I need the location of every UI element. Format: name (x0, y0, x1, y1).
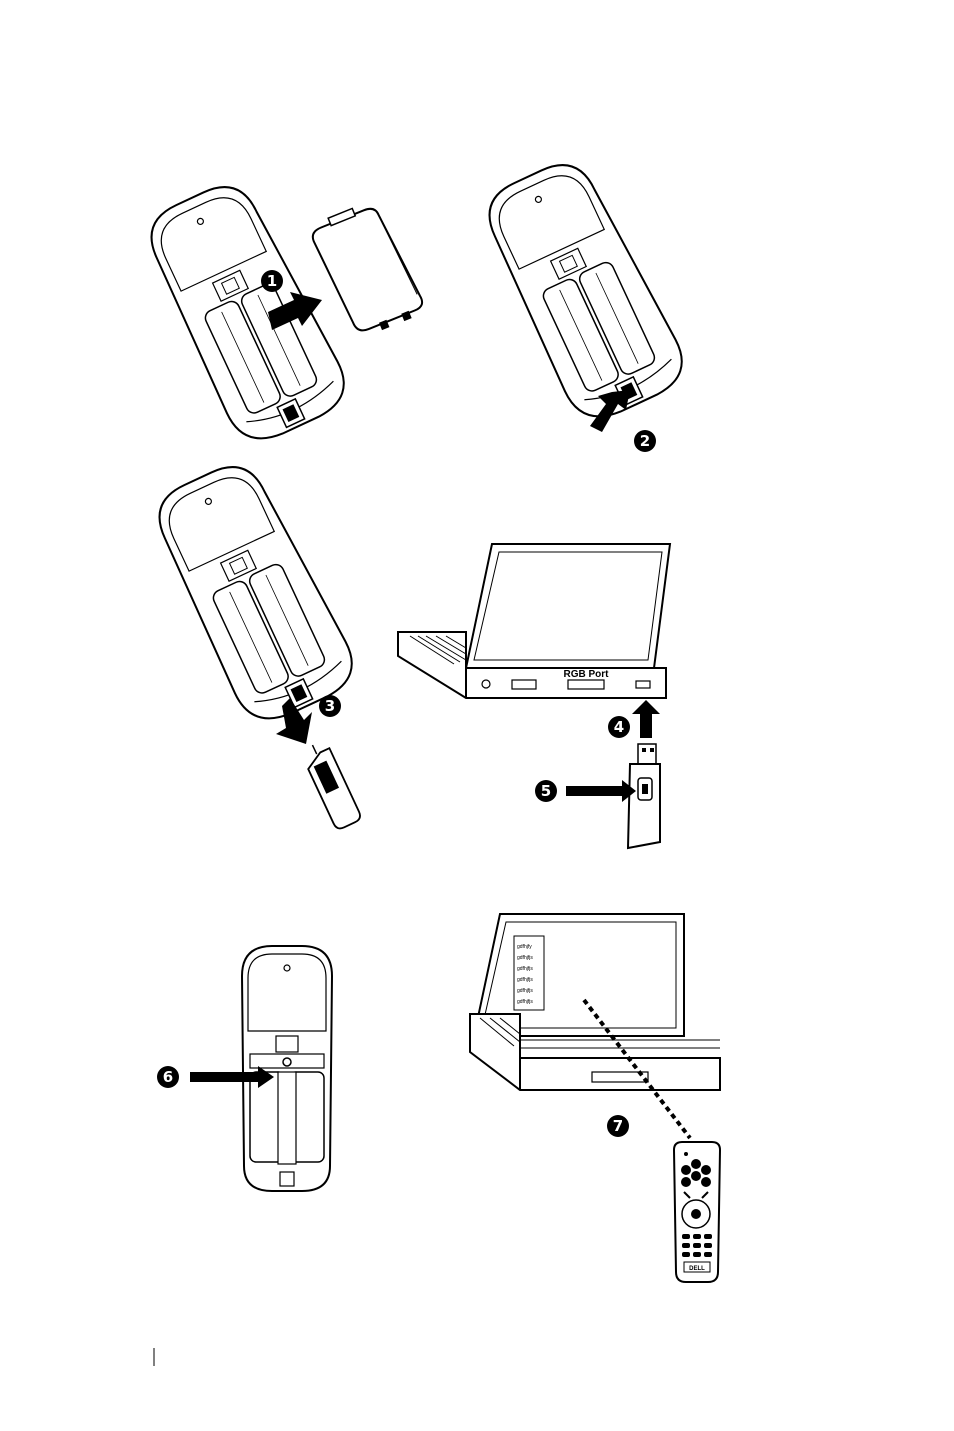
battery-cover (308, 197, 427, 341)
remote-dongle-slot (146, 451, 363, 731)
remote-brand-logo: DELL (689, 1266, 705, 1272)
svg-text:gdfhjfjs: gdfhjfjs (517, 999, 533, 1005)
step-badge-4: 4 (608, 716, 630, 738)
svg-text:3: 3 (325, 697, 335, 715)
step-badge-3: 3 (319, 695, 341, 717)
svg-text:gdfhjfy: gdfhjfy (517, 944, 532, 950)
svg-text:gdfhjfjs: gdfhjfjs (517, 955, 533, 961)
laptop-rgb (398, 544, 670, 698)
svg-text:1: 1 (267, 272, 277, 290)
arrow-step-5 (566, 780, 636, 802)
remote-reset-button (242, 946, 332, 1191)
remote-press-latch (476, 149, 693, 429)
step-badge-5: 5 (535, 780, 557, 802)
svg-text:5: 5 (541, 782, 551, 800)
step-badge-1: 1 (261, 270, 283, 292)
arrow-step-6 (190, 1066, 274, 1088)
laptop-screen (470, 914, 720, 1090)
step-badge-2: 2 (634, 430, 656, 452)
step-badge-6: 6 (157, 1066, 179, 1088)
svg-text:6: 6 (163, 1068, 173, 1086)
remote-front (674, 1142, 720, 1282)
rgb-port-label: RGB Port (564, 669, 610, 680)
svg-text:gdfhjfjs: gdfhjfjs (517, 988, 533, 994)
svg-text:4: 4 (614, 718, 624, 736)
usb-dongle-removed (300, 739, 363, 831)
svg-text:2: 2 (640, 432, 650, 450)
remote-open-cover (138, 171, 355, 451)
step-badge-7: 7 (607, 1115, 629, 1137)
usb-dongle-upright (628, 744, 660, 848)
svg-text:gdfhjfjs: gdfhjfjs (517, 977, 533, 983)
svg-text:7: 7 (613, 1117, 623, 1135)
svg-text:gdfhjfjs: gdfhjfjs (517, 966, 533, 972)
arrow-step-4 (632, 700, 660, 738)
